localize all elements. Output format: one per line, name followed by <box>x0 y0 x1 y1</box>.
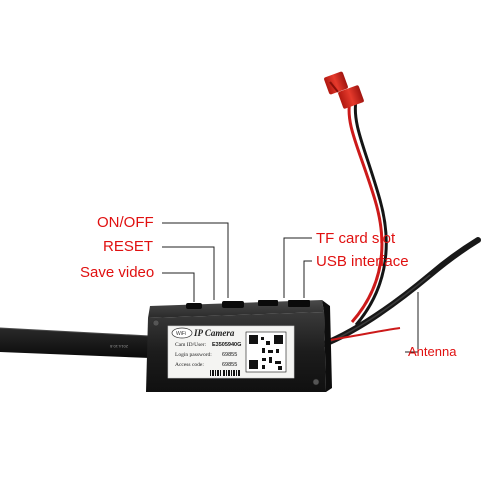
access-code-value: 69855 <box>222 362 237 368</box>
antenna-cable <box>319 237 481 348</box>
callout-antenna: Antenna <box>408 344 457 359</box>
save-video-button-slot <box>186 303 202 309</box>
wifi-icon <box>171 327 193 339</box>
callout-usb-interface: USB interface <box>316 253 409 270</box>
callout-save-video: Save video <box>80 264 155 281</box>
ribbon-print: 2014.10.8 <box>109 344 128 349</box>
access-code-label: Access code: <box>175 362 204 368</box>
callout-on-off: ON/OFF <box>97 214 154 231</box>
password-value: 69855 <box>222 352 237 358</box>
callout-tf-card-slot: TF card slot <box>316 230 396 247</box>
wifi-badge-text: WiFi <box>176 331 186 337</box>
uid-label: Cam ID/User: <box>175 342 206 348</box>
power-connector <box>324 71 364 109</box>
ribbon-cable <box>0 327 151 358</box>
barcode <box>210 370 240 376</box>
leader-lines <box>162 222 419 353</box>
sticker-title: IP Camera <box>193 328 235 338</box>
on-off-switch-slot <box>222 301 244 308</box>
tf-card-slot-opening <box>258 300 278 306</box>
power-wire <box>347 99 388 326</box>
usb-port-opening <box>288 300 310 307</box>
password-label: Login password: <box>175 352 212 358</box>
callout-reset: RESET <box>103 238 154 255</box>
device-sticker <box>167 325 295 379</box>
uid-value: E3505940G <box>212 342 241 348</box>
